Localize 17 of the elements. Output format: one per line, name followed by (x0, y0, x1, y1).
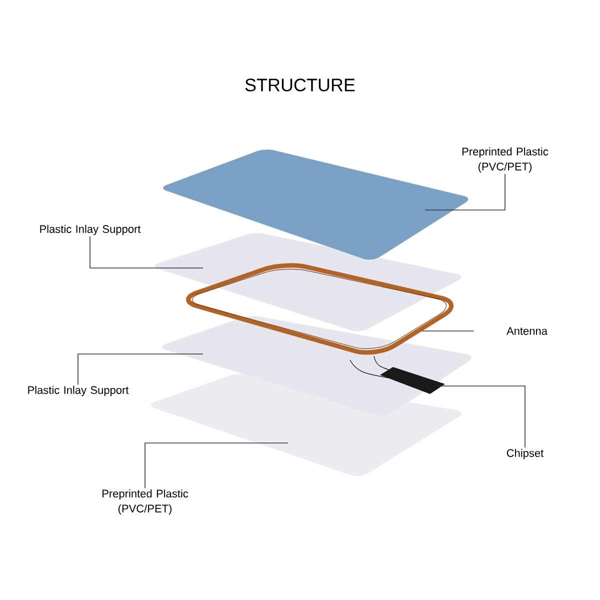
callout-label: Plastic Inlay Support (28, 386, 129, 396)
callout-label: Antenna (506, 327, 548, 335)
card-layer (162, 316, 472, 416)
callout-label: Preprinted Plastic (PVC/PET) (102, 489, 188, 515)
leader-line (436, 386, 526, 448)
card-layer (150, 374, 462, 476)
leader-line (78, 354, 204, 386)
callout-label: Plastic Inlay Support (40, 224, 141, 236)
antenna-coil (186, 263, 454, 355)
title: STRUCTURE (245, 78, 355, 92)
leader-line (90, 236, 204, 268)
leader-line (424, 173, 506, 210)
card-layer (154, 233, 462, 332)
leader-line (422, 330, 474, 332)
callout-label: Chipset (506, 448, 544, 460)
leader-line (144, 442, 288, 489)
callout-label: Preprinted Plastic (PVC/PET) (462, 147, 548, 173)
